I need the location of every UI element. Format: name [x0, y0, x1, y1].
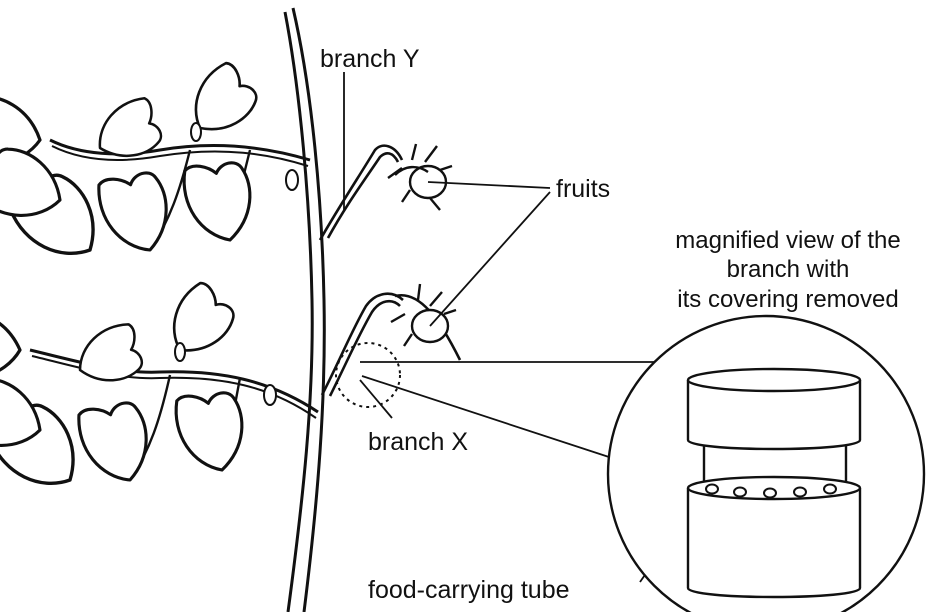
lower-leaf-branch	[0, 280, 318, 506]
main-stem	[285, 8, 324, 612]
magnified-view-caption: magnified view of the branch with its co…	[640, 226, 936, 314]
label-branch-x: branch X	[368, 430, 468, 455]
label-fruits: fruits	[556, 177, 610, 202]
branch-y	[320, 146, 402, 240]
upper-leaf-branch	[0, 60, 310, 275]
magnified-branch-cylinder	[688, 369, 860, 597]
magnify-region-marker	[336, 343, 400, 407]
caption-line-1: magnified view of the	[640, 226, 936, 255]
caption-line-3: its covering removed	[640, 285, 936, 314]
label-food-carrying-tube: food-carrying tube	[368, 578, 570, 603]
branch-x	[322, 294, 460, 396]
label-branch-y: branch Y	[320, 47, 420, 72]
caption-line-2: branch with	[640, 255, 936, 284]
